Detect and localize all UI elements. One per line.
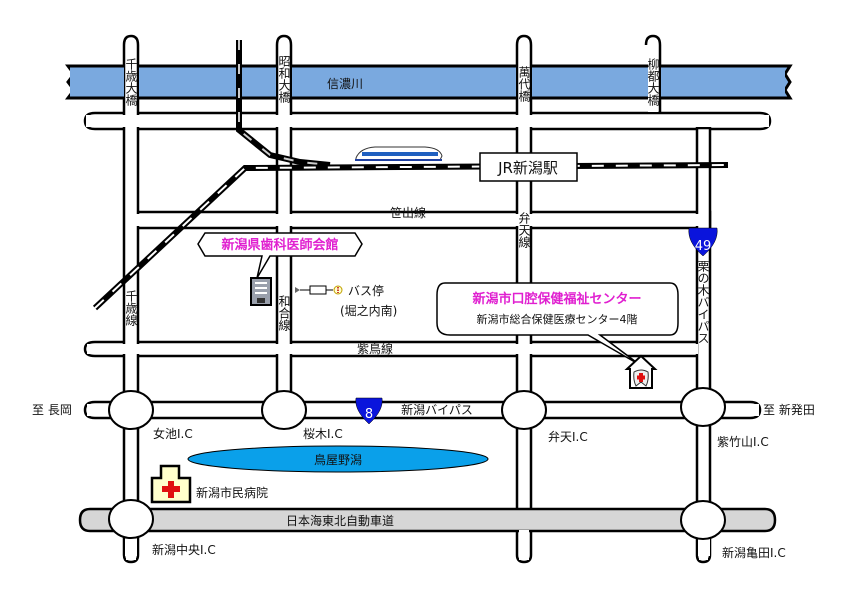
bridge-labels: 千歳大橋 昭和大橋 萬代橋 柳都大橋 (124, 55, 660, 107)
dental-hall-label: 新潟県歯科医師会館 (221, 237, 338, 253)
svg-text:8: 8 (365, 407, 373, 422)
station-label: JR新潟駅 (497, 159, 558, 177)
lake-label: 鳥屋野潟 (314, 452, 362, 467)
toyano-lagoon: 鳥屋野潟 (187, 445, 489, 473)
hospital-icon[interactable] (150, 464, 192, 504)
bridge-showa-label: 昭和大橋 (277, 55, 291, 104)
direction-shibata: 至 新発田 (763, 402, 815, 417)
ic-label-niigata-kameda: 新潟亀田I.C (722, 545, 786, 560)
jr-niigata-station[interactable]: JR新潟駅 (479, 152, 578, 182)
train-icon (355, 146, 443, 161)
bridge-bandai-label: 萬代橋 (517, 66, 531, 103)
oral-center-callout[interactable]: 新潟市口腔保健福祉センター 新潟市総合保健医療センター4階 (436, 282, 679, 366)
ic-label-meike: 女池I.C (153, 426, 193, 441)
bus-stop-icon (295, 285, 343, 295)
oral-center-sublabel: 新潟市総合保健医療センター4階 (477, 312, 638, 326)
wago-line-label: 和合線 (277, 295, 291, 331)
bus-stop-sublabel: (堀之内南) (340, 303, 397, 318)
ic-label-benten: 弁天I.C (548, 429, 588, 444)
dental-clinic-icon[interactable] (624, 354, 658, 389)
dental-hall-callout[interactable]: 新潟県歯科医師会館 (197, 232, 363, 279)
river-overlay (70, 64, 788, 100)
svg-text:49: 49 (695, 239, 712, 254)
route-49-shield-icon: 49 (688, 227, 718, 257)
kurinoki-bypass-label: 栗の木バイパス (696, 260, 710, 344)
ic-label-shichikuyama: 紫竹山I.C (717, 435, 769, 449)
ic-label-niigata-chuo: 新潟中央I.C (152, 542, 216, 557)
sasade-line-label: 笹出線 (390, 205, 426, 220)
oral-center-label: 新潟市口腔保健福祉センター (472, 291, 641, 307)
route-8-shield-icon: 8 (355, 397, 383, 425)
bridge-ryuto-label: 柳都大橋 (646, 58, 660, 107)
direction-nagaoka: 至 長岡 (32, 403, 72, 417)
interchange-circles (108, 387, 726, 540)
hospital-label: 新潟市民病院 (196, 485, 268, 500)
niigata-bypass-label: 新潟バイパス (401, 402, 473, 417)
benten-line-label: 弁天線 (517, 211, 531, 248)
shichiku-line-label: 紫鳥線 (357, 341, 393, 356)
bridge-chitose-label: 千歳大橋 (124, 58, 138, 107)
building-icon (250, 277, 272, 306)
ic-label-sakuragi: 桜木I.C (303, 427, 343, 441)
bus-stop-label: バス停 (348, 283, 384, 298)
river-label: 信濃川 (327, 77, 363, 91)
expressway-label: 日本海東北自動車道 (286, 513, 394, 528)
chitose-line-label: 千歳線 (124, 290, 138, 326)
